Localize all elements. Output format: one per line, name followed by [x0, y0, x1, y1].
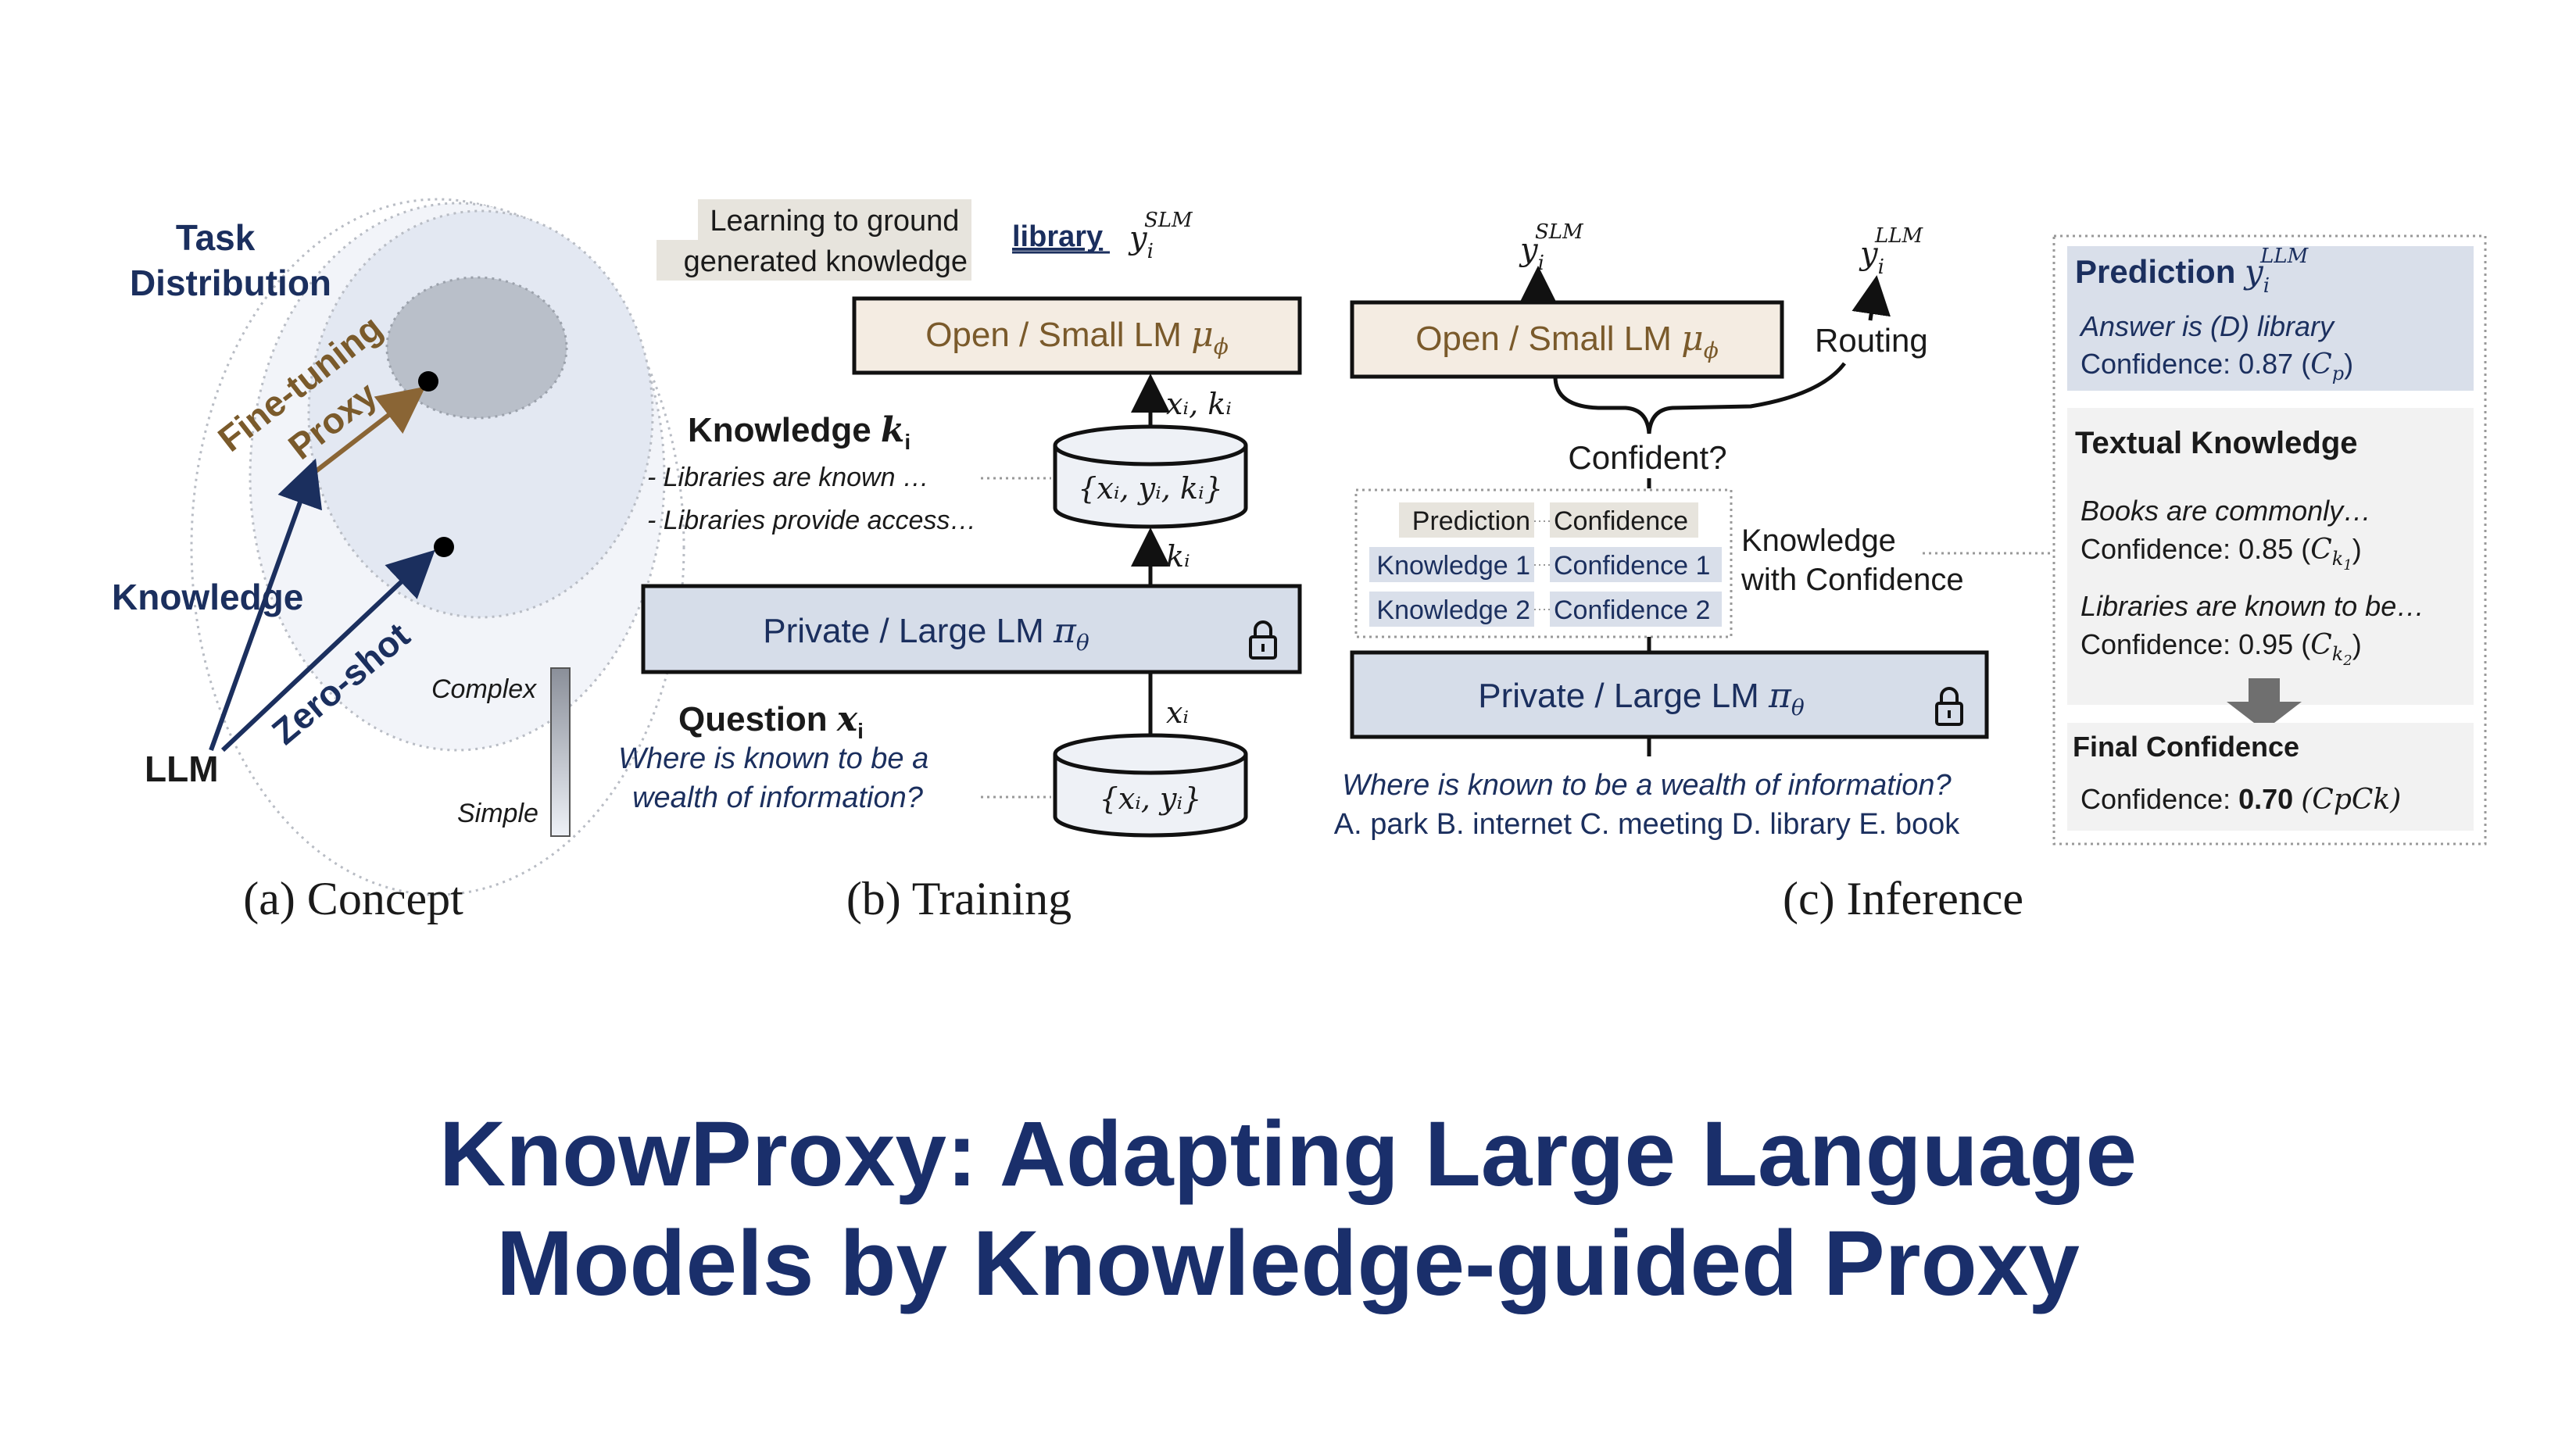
table-cell-confidence-1: [1550, 547, 1722, 582]
training-db-top: {xᵢ, yᵢ, kᵢ}: [1053, 424, 1248, 529]
inference-panel: yiSLM yiLLM Routing Open / Small LM μϕ C…: [1334, 220, 2052, 924]
table-knowledge-2: Knowledge 2: [1376, 595, 1530, 625]
inference-arrow-y-llm: [1852, 275, 1891, 321]
table-knowledge-1: Knowledge 1: [1376, 551, 1530, 581]
training-large-lm-label: Private / Large LM πθ: [763, 611, 1089, 656]
training-panel: Learning to ground generated knowledge l…: [618, 199, 1302, 924]
table-cell-confidence-header: [1550, 502, 1698, 538]
knowledge-item-1: - Libraries are known …: [647, 463, 929, 492]
knowledge-arrow: [209, 458, 323, 752]
question-text: Where is known to be a wealth of informa…: [618, 742, 937, 814]
inference-y-llm: yiLLM: [1859, 224, 1923, 279]
training-y-slm: yiSLM: [1128, 209, 1193, 263]
inference-y-slm: yiSLM: [1519, 220, 1584, 275]
training-db-top-label: {xᵢ, yᵢ, kᵢ}: [1078, 471, 1223, 506]
concept-panel: Task Distribution Fine-tuning Proxy Know…: [112, 198, 685, 924]
table-cell-knowledge-1: [1369, 547, 1534, 582]
table-confidence-2: Confidence 2: [1554, 595, 1710, 625]
inference-large-lm-label: Private / Large LM πθ: [1478, 676, 1805, 720]
confidence-detail-panel: Prediction yiLLM Answer is (D) library C…: [2052, 234, 2487, 845]
textual-knowledge-title: Textual Knowledge: [2075, 426, 2358, 460]
complexity-gradient-bar: [550, 667, 571, 837]
inference-lock-icon: [1935, 687, 1963, 726]
training-ki-label: kᵢ: [1166, 539, 1190, 574]
training-lock-icon: [1249, 620, 1277, 660]
knowledge-item-2: - Libraries provide access…: [647, 506, 976, 535]
down-arrow-icon: [2227, 678, 2302, 731]
learning-highlight-1: [698, 199, 971, 240]
textual-knowledge-section: [2067, 408, 2474, 705]
llm-label: LLM: [145, 749, 219, 789]
final-confidence-title: Final Confidence: [2073, 731, 2299, 763]
question-xi-title: Question xi: [678, 699, 864, 743]
inference-small-lm-box: [1350, 300, 1784, 379]
kwc-table-frame: [1354, 488, 1733, 638]
table-cell-prediction: [1399, 502, 1534, 538]
complex-label: Complex: [431, 674, 537, 704]
table-cell-knowledge-2: [1369, 592, 1534, 627]
knowledge-2-confidence: Confidence: 0.95 (Ck2): [2080, 628, 2362, 669]
page-title-line-1: KnowProxy: Adapting Large Language: [438, 1103, 2138, 1206]
training-small-lm-box: [852, 296, 1302, 375]
knowledge-1-text: Books are commonly…: [2080, 495, 2371, 527]
knowledge-label: Knowledge: [112, 577, 303, 617]
table-confidence: Confidence: [1554, 506, 1688, 536]
knowledge-1-confidence: Confidence: 0.85 (Ck1): [2080, 533, 2362, 574]
zero-shot-target-dot: [434, 537, 454, 557]
training-db-bottom-label: {xᵢ, yᵢ}: [1100, 781, 1202, 816]
fine-tuning-arrow: [307, 386, 426, 479]
training-xi-label: xᵢ: [1166, 695, 1189, 730]
prediction-answer: Answer is (D) library: [2079, 310, 2335, 342]
concept-caption: (a) Concept: [243, 873, 463, 924]
inference-options-line: A. park B. internet C. meeting D. librar…: [1334, 808, 1960, 841]
learning-highlight-2: [657, 240, 971, 281]
confident-question-label: Confident?: [1568, 439, 1726, 476]
training-large-lm-box: [641, 584, 1302, 674]
simple-label: Simple: [457, 799, 538, 828]
zero-shot-arrow: [220, 549, 435, 753]
prediction-title: Prediction yiLLM: [2075, 245, 2309, 298]
prediction-section: [2067, 246, 2474, 391]
learning-to-ground-label: Learning to ground generated knowledge: [684, 205, 968, 278]
knowledge-with-confidence-label: Knowledge with Confidence: [1741, 524, 1964, 597]
page-title-line-2: Models by Knowledge-guided Proxy: [496, 1212, 2080, 1315]
inference-large-lm-box: [1350, 650, 1989, 739]
task-distribution-label: Task Distribution: [130, 217, 331, 303]
confident-brace: [1553, 362, 1846, 434]
table-cell-confidence-2: [1550, 592, 1722, 627]
final-confidence-value: Confidence: 0.70 (CpCk): [2080, 783, 2401, 816]
table-prediction: Prediction: [1412, 506, 1530, 536]
training-xi-ki-label: xᵢ, kᵢ: [1166, 387, 1232, 421]
fine-tuning-target-dot: [418, 371, 438, 391]
inference-question-line-1: Where is known to be a wealth of informa…: [1342, 769, 1952, 802]
training-db-bottom: {xᵢ, yᵢ}: [1053, 733, 1248, 838]
inference-caption: (c) Inference: [1783, 873, 2023, 924]
prediction-confidence: Confidence: 0.87 (Cp): [2080, 348, 2353, 384]
routing-label: Routing: [1815, 322, 1928, 359]
table-confidence-1: Confidence 1: [1554, 551, 1710, 581]
training-small-lm-label: Open / Small LM μϕ: [925, 315, 1229, 359]
training-caption: (b) Training: [846, 873, 1072, 924]
library-output-label: library: [1012, 220, 1103, 253]
inference-small-lm-label: Open / Small LM μϕ: [1415, 319, 1719, 363]
final-confidence-section: [2067, 723, 2474, 831]
knowledge-2-text: Libraries are known to be…: [2080, 590, 2424, 622]
knowledge-ki-title: Knowledge ki: [688, 410, 911, 454]
